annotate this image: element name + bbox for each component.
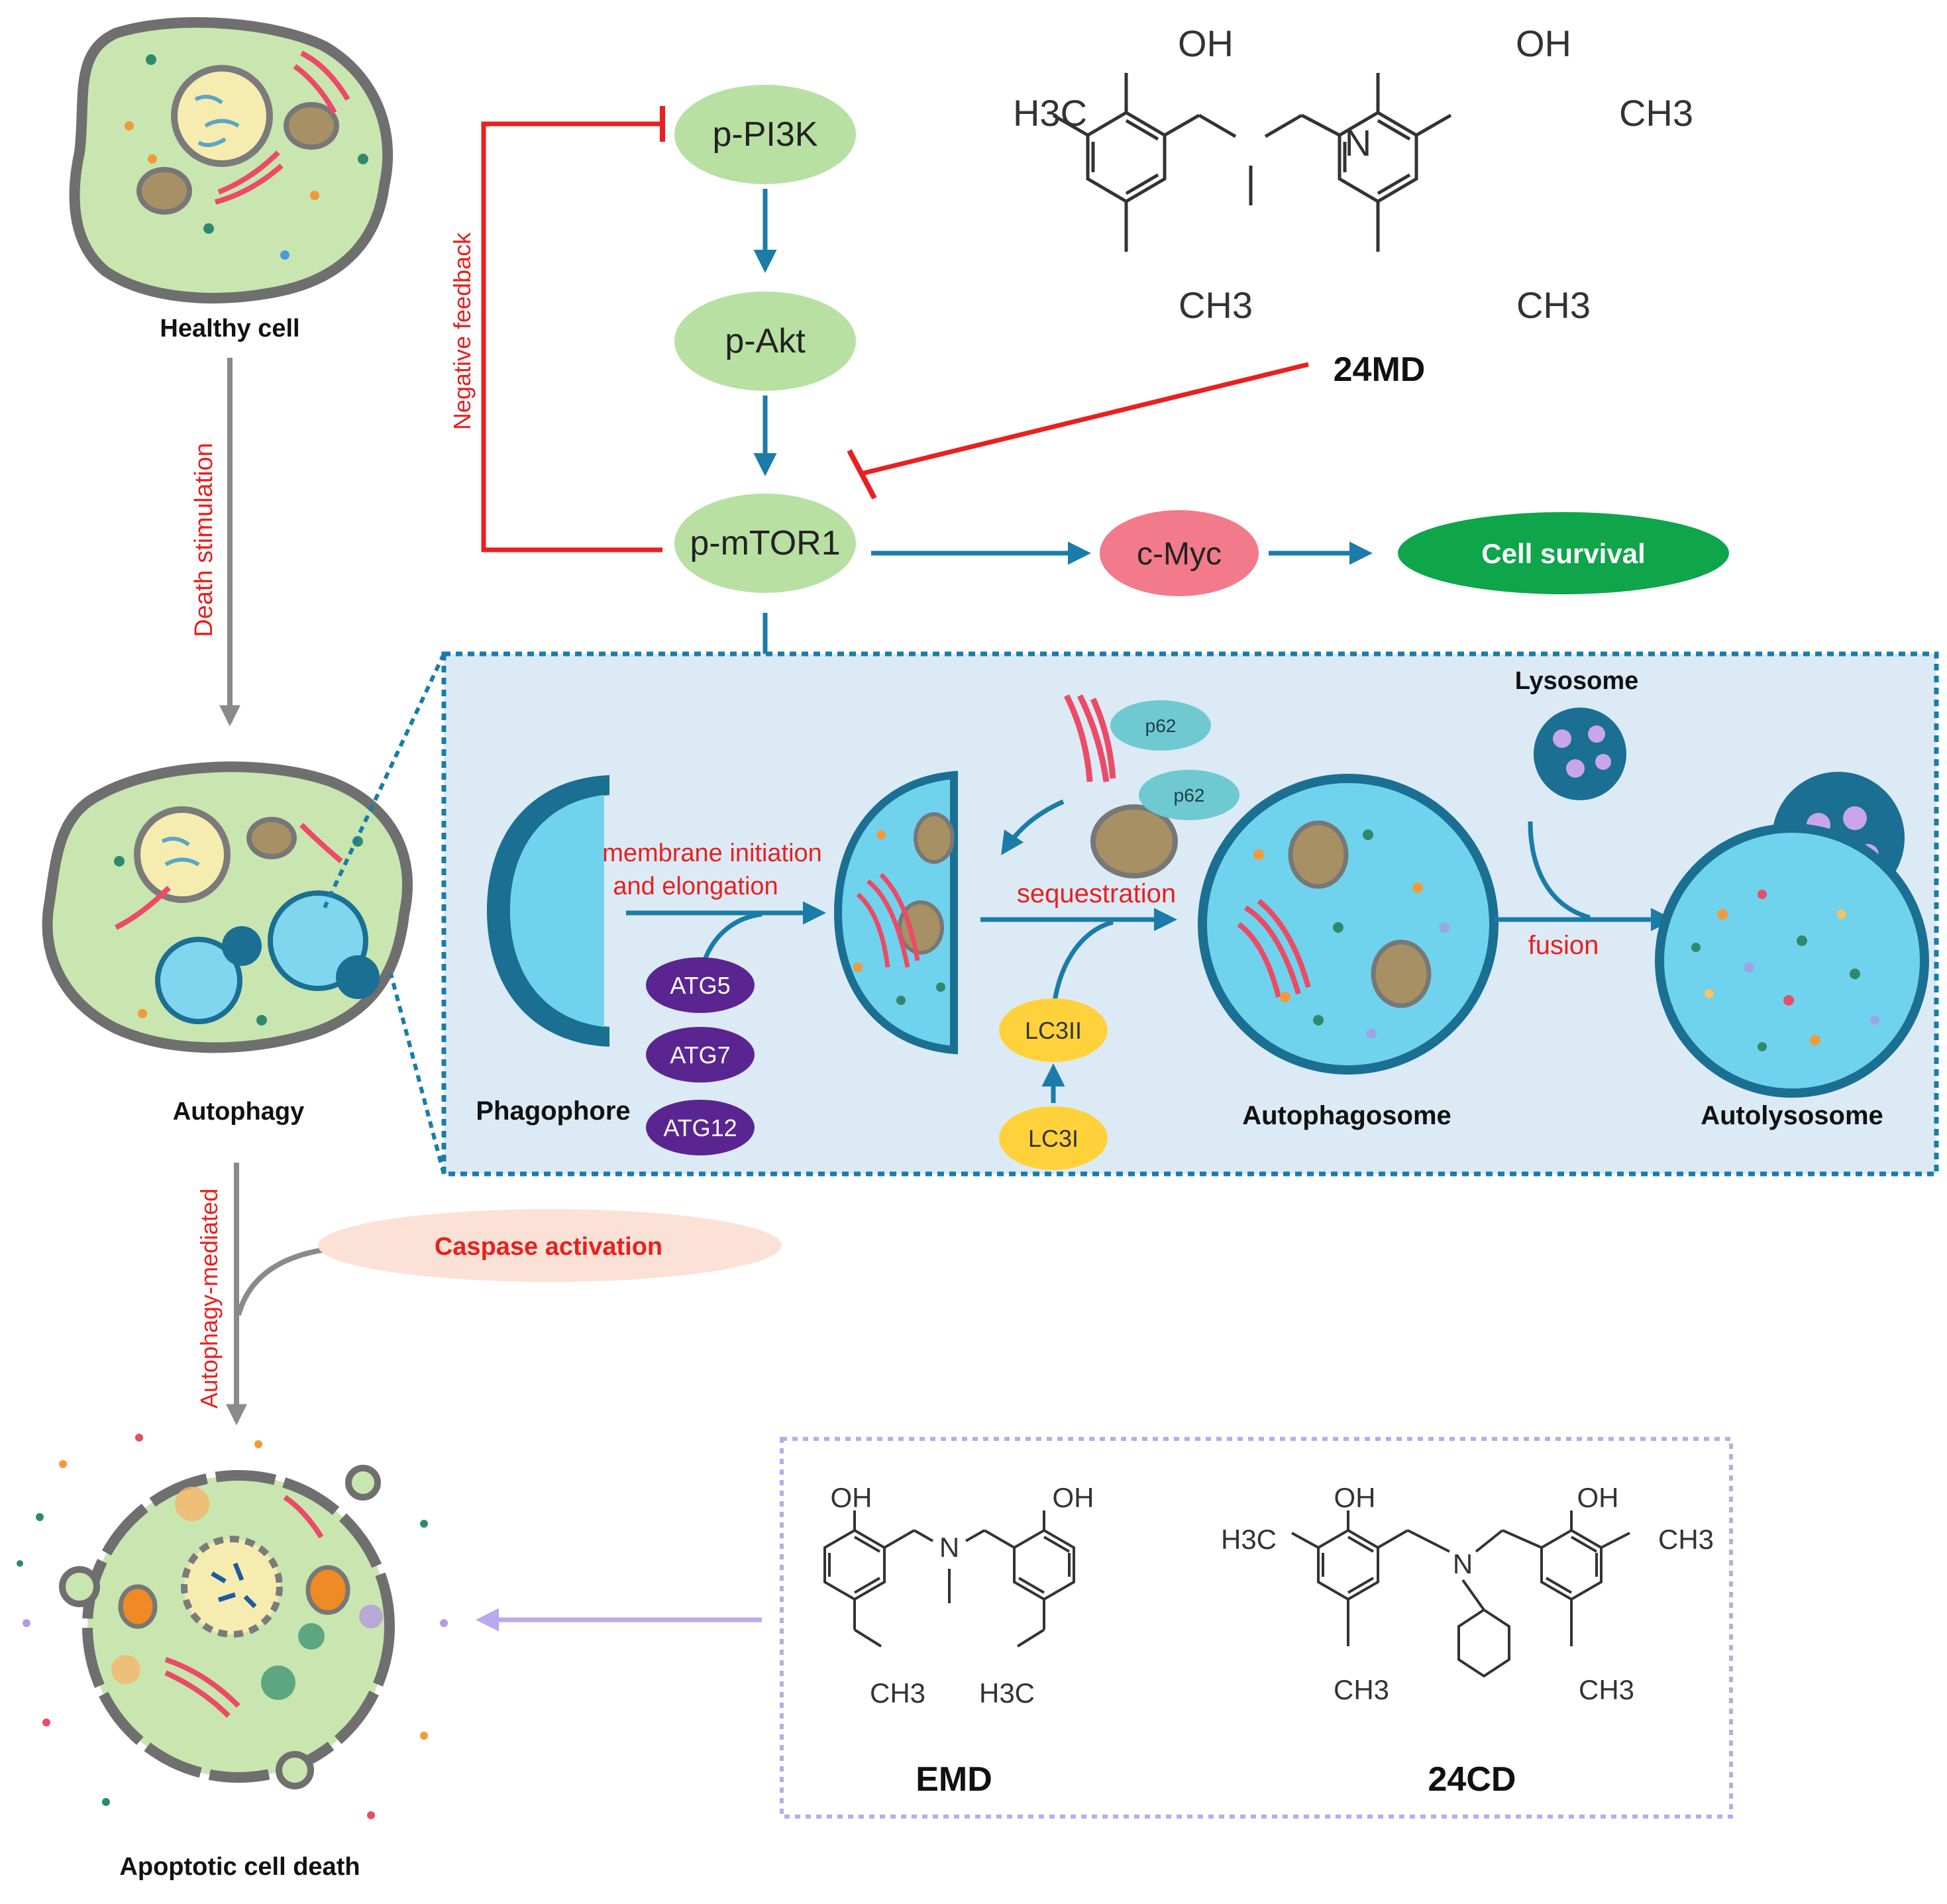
negative-feedback-loop (481, 106, 665, 553)
caspase-join-line (236, 1246, 332, 1316)
phagophore-shape (487, 775, 609, 1047)
negative-feedback-label: Negative feedback (448, 232, 476, 430)
autolysosome-label: Autolysosome (1701, 1101, 1883, 1130)
autophagosome-illustration (1198, 774, 1499, 1075)
pi3k-node (674, 85, 856, 184)
membrane-label-line2: and elongation (613, 873, 778, 900)
forming-autophagosome (833, 770, 958, 1055)
24cd-ch3-bottom-left: CH3 (1334, 1674, 1389, 1705)
sequestration-label: sequestration (1017, 879, 1176, 908)
lysosome-label: Lysosome (1515, 667, 1639, 695)
akt-node (674, 291, 856, 391)
mtor-label: p-mTOR1 (690, 524, 840, 562)
fusion-label: fusion (1528, 931, 1599, 960)
atg12-node (646, 1100, 755, 1155)
mitochondrion (136, 167, 192, 215)
24md-oh-left: OH (1178, 23, 1234, 64)
atg5-node (646, 957, 755, 1013)
p62-label-top: p62 (1145, 715, 1177, 736)
cmyc-label: c-Myc (1137, 537, 1222, 572)
pi3k-label: p-PI3K (713, 115, 818, 154)
autophagy-cell-illustration (42, 761, 413, 1053)
emd-ch3: CH3 (870, 1677, 925, 1709)
emd-oh-right: OH (1053, 1482, 1094, 1513)
cell-survival-label: Cell survival (1481, 538, 1645, 569)
24md-oh-right: OH (1516, 23, 1571, 64)
emd-label: EMD (916, 1760, 992, 1799)
autophagy-mediated-label: Autophagy-mediated (195, 1189, 223, 1408)
cell-survival-node (1398, 512, 1729, 594)
autophagosome-label: Autophagosome (1242, 1101, 1451, 1130)
mtor-node (674, 494, 856, 593)
24cd-ch3-bottom-right: CH3 (1579, 1674, 1634, 1705)
p62-node-top (1110, 700, 1211, 751)
apoptotic-cell-label: Apoptotic cell death (119, 1853, 360, 1881)
phagophore-label: Phagophore (476, 1096, 630, 1126)
caspase-activation-label: Caspase activation (435, 1233, 662, 1261)
death-stimulation-label: Death stimulation (190, 443, 218, 637)
p62-cargo (1001, 694, 1239, 878)
mitochondrion (284, 102, 339, 150)
zoom-line-bottom (389, 973, 446, 1175)
24md-inhibition (847, 362, 1309, 500)
p62-label-bottom: p62 (1174, 785, 1205, 806)
24cd-h3c: H3C (1221, 1524, 1277, 1555)
24cd-ch3-right: CH3 (1658, 1524, 1714, 1555)
atg12-label: ATG12 (663, 1114, 737, 1141)
membrane-label-line1: membrane initiation (602, 839, 822, 867)
akt-label: p-Akt (725, 322, 806, 360)
fragmented-nucleus (181, 1536, 283, 1638)
analogs-panel (780, 1437, 1733, 1819)
emd-n: N (939, 1532, 959, 1563)
autolysosome-illustration (1655, 772, 1929, 1098)
24cd-label: 24CD (1428, 1760, 1516, 1799)
autophagosome-small (155, 937, 242, 1024)
autophagy-cell-label: Autophagy (173, 1098, 304, 1126)
24md-ch3-bottom-right: CH3 (1516, 284, 1591, 326)
24md-h3c: H3C (1013, 92, 1087, 134)
lysosome-illustration (1534, 708, 1626, 800)
healthy-cell-illustration (69, 17, 394, 303)
24md-label: 24MD (1334, 350, 1426, 389)
lc3i-node (999, 1106, 1108, 1170)
atg5-label: ATG5 (670, 972, 730, 999)
lc3-input-curve (1051, 920, 1114, 1014)
cmyc-node (1100, 510, 1259, 596)
24cd-n: N (1453, 1548, 1473, 1579)
24md-ch3-bottom-left: CH3 (1179, 284, 1253, 326)
atg7-node (646, 1027, 755, 1083)
24cd-oh-right: OH (1577, 1482, 1619, 1513)
healthy-cell-label: Healthy cell (160, 315, 299, 343)
emd-oh-left: OH (831, 1482, 872, 1513)
lc3i-label: LC3I (1028, 1125, 1079, 1152)
emd-structure (823, 1510, 1075, 1648)
lc3ii-label: LC3II (1025, 1017, 1082, 1044)
atg7-label: ATG7 (670, 1041, 730, 1069)
apoptotic-cell-illustration (17, 1434, 448, 1819)
24cd-structure (1291, 1510, 1630, 1678)
lysosome-small (336, 955, 380, 999)
24md-n: N (1345, 122, 1371, 164)
24md-structure (1052, 73, 1452, 252)
lysosome-small (222, 926, 262, 966)
caspase-activation-oval (318, 1209, 782, 1282)
p62-node-bottom (1139, 770, 1239, 820)
24md-ch3-right: CH3 (1619, 92, 1693, 134)
nucleus (134, 806, 231, 903)
atg-input-curve (700, 912, 763, 969)
nucleus (171, 65, 273, 167)
mitochondrion (246, 817, 297, 859)
24cd-oh-left: OH (1334, 1482, 1376, 1513)
emd-h3c: H3C (979, 1677, 1035, 1709)
lysosome-input-curve (1528, 821, 1591, 920)
lc3ii-node (999, 998, 1108, 1062)
